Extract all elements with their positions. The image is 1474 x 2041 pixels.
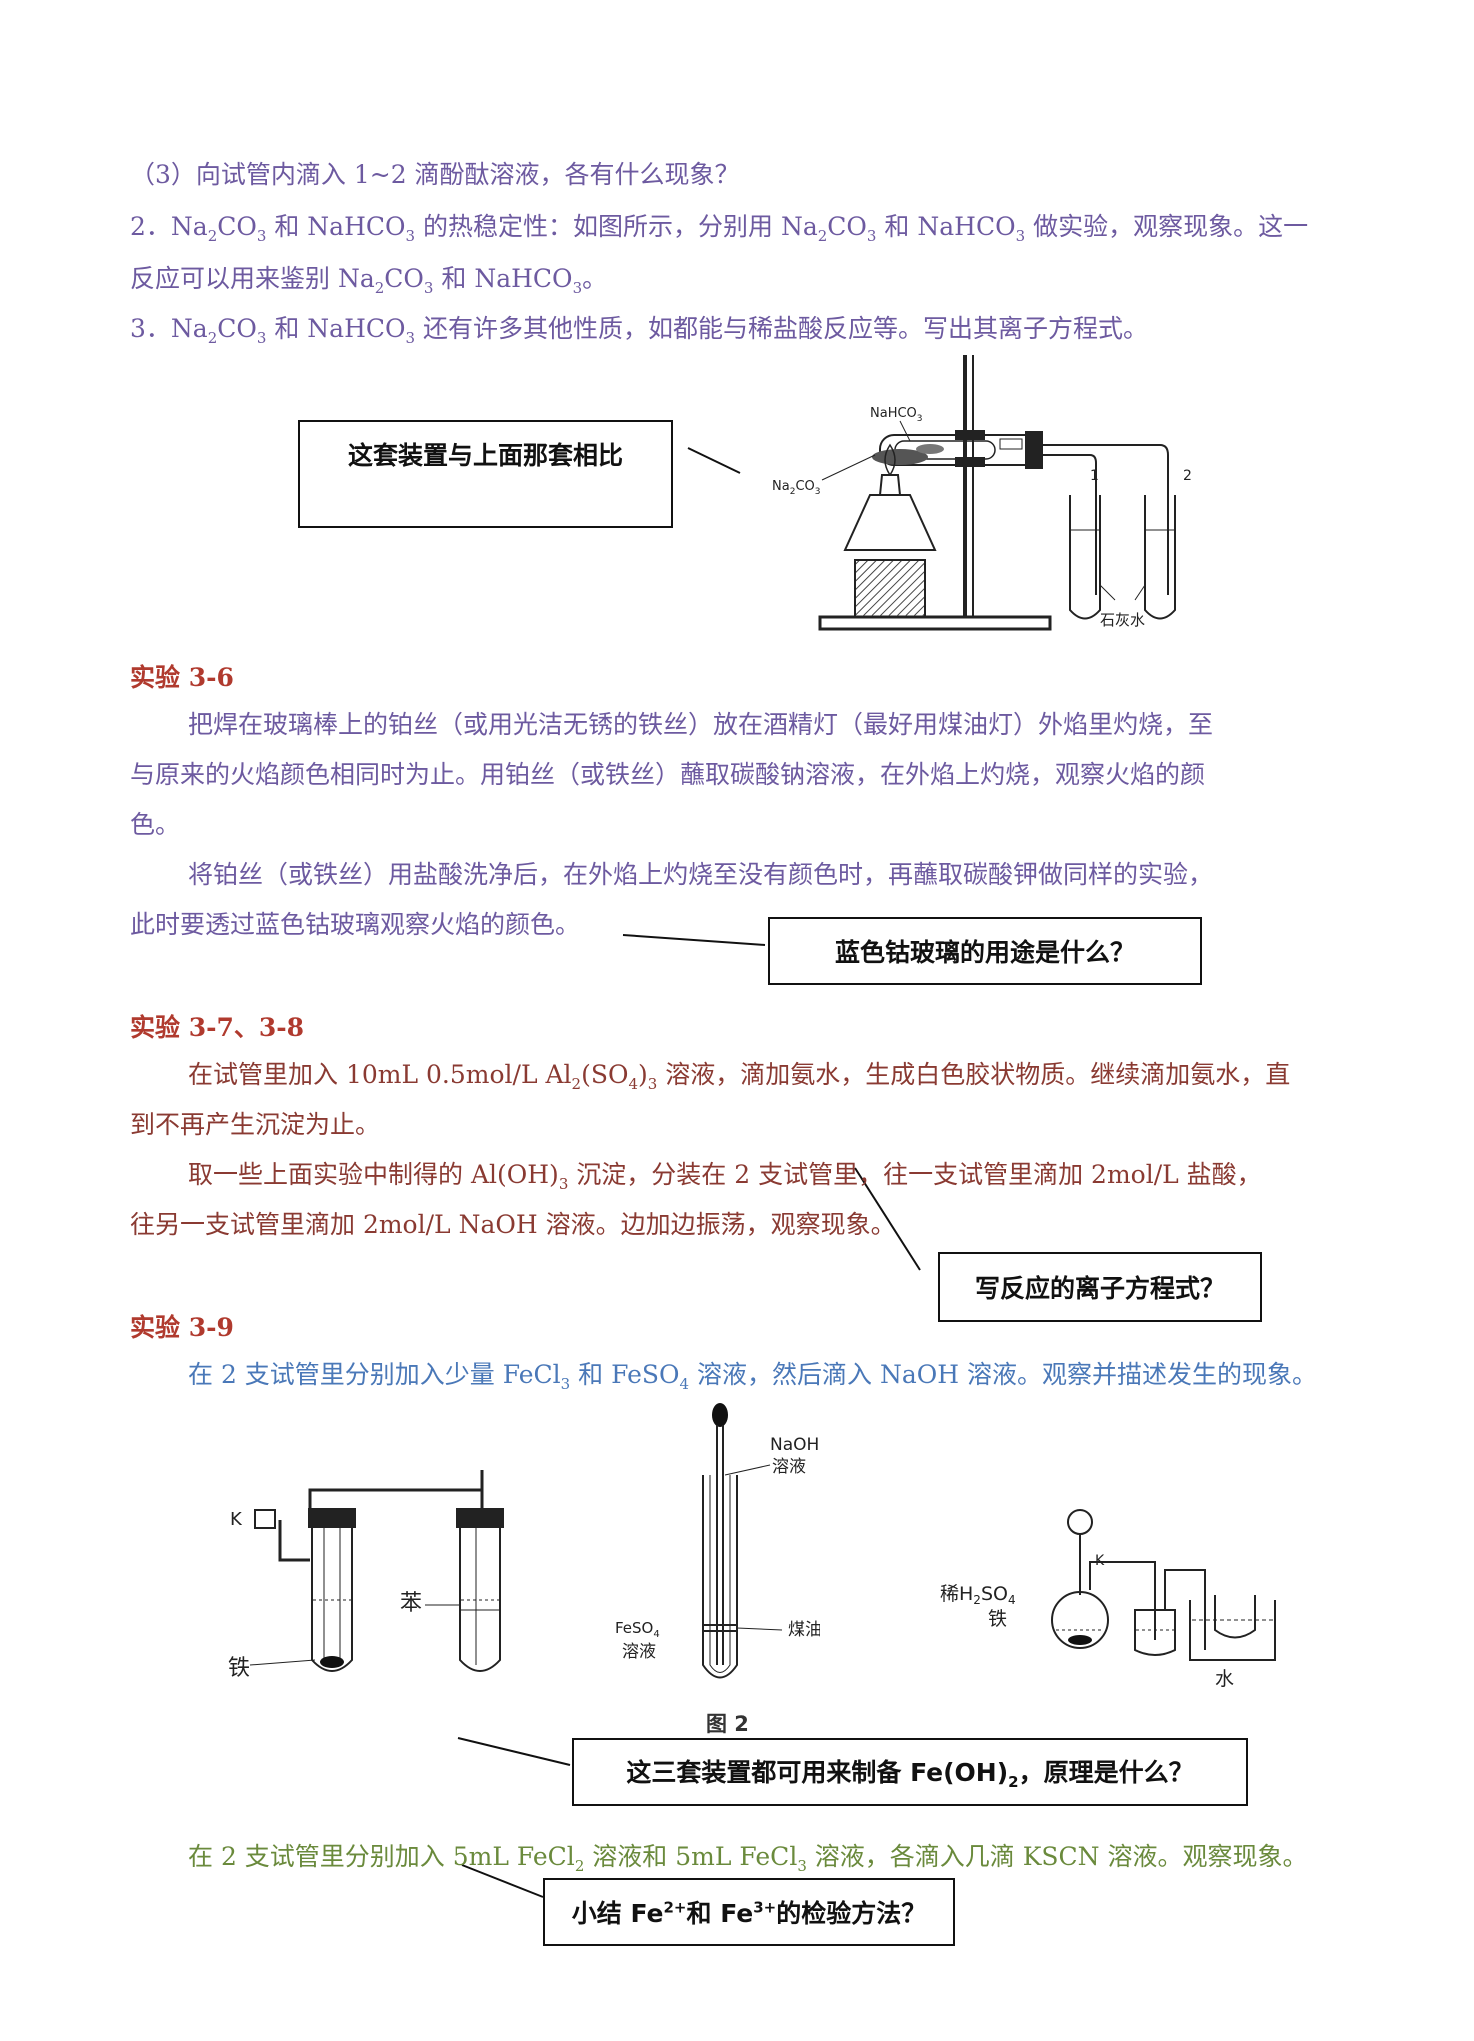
exp378-p1-l1: 在试管里加入 10mL 0.5mol/L Al2(SO4)3 溶液，滴加氨水，生… (188, 1060, 1291, 1093)
label-k-left: K (230, 1509, 243, 1530)
svg-text:Na2CO3: Na2CO3 (772, 479, 820, 497)
last-paragraph: 在 2 支试管里分别加入 5mL FeCl2 溶液和 5mL FeCl3 溶液，… (188, 1842, 1308, 1875)
heading-exp-3-7-3-8: 实验 3-7、3-8 (130, 1013, 305, 1042)
callout-text: 这三套装置都可用来制备 Fe(OH)2，原理是什么？ (626, 1758, 1194, 1791)
label-tube-1: 1 (1090, 468, 1099, 484)
callout-fe-oh2-principle: 这三套装置都可用来制备 Fe(OH)2，原理是什么？ (572, 1738, 1248, 1806)
label-iron-right: 铁 (988, 1608, 1007, 1630)
exp378-p2-l1: 取一些上面实验中制得的 Al(OH)3 沉淀，分装在 2 支试管里，往一支试管里… (188, 1160, 1262, 1193)
fe-oh2-apparatus-middle: NaOH 溶液 FeSO4 溶液 煤油 (615, 1403, 820, 1679)
label-benzene: 苯 (400, 1591, 422, 1616)
exp39-p1: 在 2 支试管里分别加入少量 FeCl3 和 FeSO4 溶液，然后滴入 NaO… (188, 1360, 1317, 1393)
fe-oh2-apparatus-left: K 铁 苯 (228, 1470, 504, 1681)
exp36-p2-l1: 将铂丝（或铁丝）用盐酸洗净后，在外焰上灼烧至没有颜色时，再蘸取碳酸钾做同样的实验… (188, 860, 1214, 889)
label-nahco3: NaHCO (870, 406, 917, 421)
item-2-line-2: 反应可以用来鉴别 Na2CO3 和 NaHCO3。 (130, 264, 608, 297)
thermal-stability-apparatus-figure: NaHCO3 Na2CO3 1 2 石灰水 (772, 355, 1192, 631)
callout-ionic-equation: 写反应的离子方程式？ (938, 1252, 1262, 1322)
label-kerosene: 煤油 (788, 1620, 820, 1640)
callout-fe-ion-test: 小结 Fe2+和 Fe3+的检验方法？ (543, 1878, 955, 1946)
exp378-p2-l2: 往另一支试管里滴加 2mol/L NaOH 溶液。边加边振荡，观察现象。 (130, 1210, 896, 1239)
label-iron-left: 铁 (228, 1656, 250, 1681)
callout-cobalt-glass: 蓝色钴玻璃的用途是什么？ (768, 917, 1202, 985)
callout-compare-apparatus: 这套装置与上面那套相比 (298, 420, 673, 528)
label-tube-2: 2 (1183, 468, 1192, 484)
heading-exp-3-6: 实验 3-6 (130, 663, 234, 692)
svg-text:NaHCO3: NaHCO3 (870, 406, 923, 424)
item-3: 3．Na2CO3 和 NaHCO3 还有许多其他性质，如都能与稀盐酸反应等。写出… (130, 314, 1149, 347)
label-feso4: FeSO4 (615, 1619, 660, 1640)
fe-oh2-apparatus-right: K 稀H2SO4 铁 水 (940, 1509, 1276, 1690)
label-na2co3: Na (772, 479, 790, 494)
callout-text: 这套装置与上面那套相比 (347, 441, 623, 470)
heading-exp-3-9: 实验 3-9 (130, 1313, 234, 1342)
callout-text: 小结 Fe2+和 Fe3+的检验方法？ (571, 1898, 927, 1928)
label-water: 水 (1215, 1668, 1234, 1690)
label-k-right: K (1095, 1553, 1105, 1569)
callout-text: 写反应的离子方程式？ (974, 1274, 1225, 1303)
exp378-p1-l2: 到不再产生沉淀为止。 (130, 1110, 381, 1139)
label-limewater: 石灰水 (1100, 611, 1145, 629)
exp36-p1-l1: 把焊在玻璃棒上的铂丝（或用光洁无锈的铁丝）放在酒精灯（最好用煤油灯）外焰里灼烧，… (188, 710, 1214, 739)
item-2-line-1: 2．Na2CO3 和 NaHCO3 的热稳定性：如图所示，分别用 Na2CO3 … (130, 212, 1309, 245)
label-dilute-h2so4: 稀H2SO4 (940, 1583, 1016, 1607)
question-3: （3）向试管内滴入 1~2 滴酚酞溶液，各有什么现象？ (130, 160, 740, 189)
exp36-p2-l2: 此时要透过蓝色钴玻璃观察火焰的颜色。 (130, 910, 581, 939)
label-naoh: NaOH (770, 1435, 819, 1455)
figure-2-caption: 图 2 (706, 1712, 749, 1736)
label-feso4-solution: 溶液 (622, 1642, 656, 1662)
label-naoh-solution: 溶液 (772, 1457, 806, 1477)
exp36-p1-l2: 与原来的火焰颜色相同时为止。用铂丝（或铁丝）蘸取碳酸钠溶液，在外焰上灼烧，观察火… (130, 760, 1206, 789)
callout-text: 蓝色钴玻璃的用途是什么？ (834, 938, 1135, 967)
exp36-p1-l3: 色。 (130, 810, 181, 839)
